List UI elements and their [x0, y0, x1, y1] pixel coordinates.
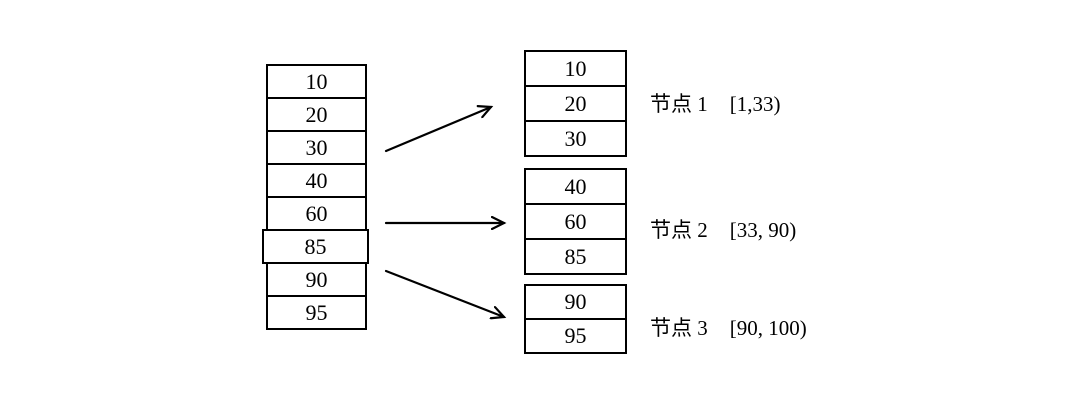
arrow-to-node-1 [384, 107, 491, 153]
node-1-cell-20: 20 [524, 85, 627, 122]
source-cell-30: 30 [266, 130, 367, 165]
source-cell-90: 90 [266, 262, 367, 297]
node-2-cell-85: 85 [524, 238, 627, 275]
node-2-cell-60: 60 [524, 203, 627, 240]
node-1-name: 节点 1 [650, 92, 708, 116]
arrow-to-node-3 [384, 269, 504, 317]
node-2-name: 节点 2 [650, 218, 708, 242]
node-1-cell-10: 10 [524, 50, 627, 87]
node-2-stack: 40 60 85 [524, 168, 627, 275]
node-2-label: 节点 2 [33, 90) [650, 214, 796, 244]
source-cell-95: 95 [266, 295, 367, 330]
node-1-range: [1,33) [729, 92, 781, 116]
source-stack: 10 20 30 40 60 85 90 95 [262, 64, 369, 330]
source-cell-40: 40 [266, 163, 367, 198]
node-3-cell-90: 90 [524, 284, 627, 320]
source-cell-10: 10 [266, 64, 367, 99]
node-3-cell-95: 95 [524, 318, 627, 354]
node-3-range: [90, 100) [729, 316, 807, 340]
node-1-cell-30: 30 [524, 120, 627, 157]
node-1-stack: 10 20 30 [524, 50, 627, 157]
node-1-label: 节点 1 [1,33) [650, 88, 781, 118]
node-3-name: 节点 3 [650, 316, 708, 340]
source-cell-60: 60 [266, 196, 367, 231]
source-cell-20: 20 [266, 97, 367, 132]
source-cell-85: 85 [262, 229, 369, 264]
node-3-label: 节点 3 [90, 100) [650, 312, 807, 342]
node-2-cell-40: 40 [524, 168, 627, 205]
node-3-stack: 90 95 [524, 284, 627, 354]
node-2-range: [33, 90) [729, 218, 797, 242]
